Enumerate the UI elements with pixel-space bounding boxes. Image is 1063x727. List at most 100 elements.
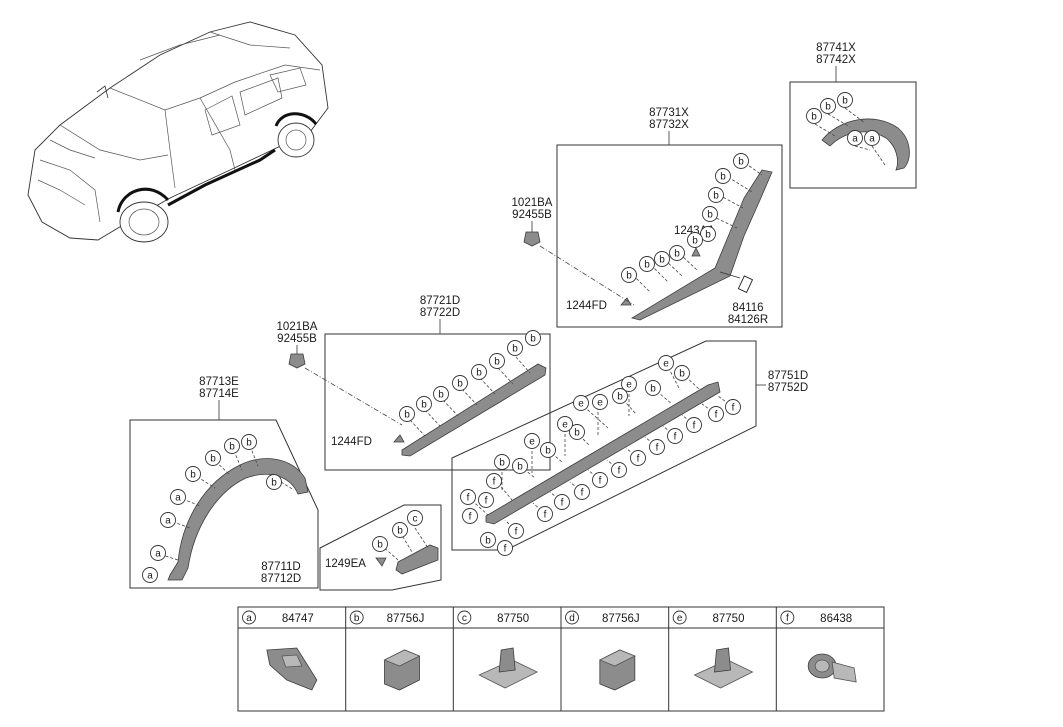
callout-circle: b [715,168,731,184]
callout-letter: c [413,514,418,525]
callout-circle: b [392,522,408,538]
callout-circle: a [864,130,880,146]
callout-letter: a [165,516,171,527]
callout-letter: a [155,549,161,560]
callout-letter: b [705,230,711,241]
callout-letter: b [499,458,505,469]
side-sill-rear-assembly: 87731X 87732X 1243AA 1244FD 84116 84126R [556,107,783,328]
part-number: 87714E [199,388,239,400]
callout-letter: b [842,96,848,107]
part-number: 1021BA [277,321,318,333]
callout-circle: b [494,454,510,470]
retainer-clip-icon [266,647,318,691]
callout-letter: b [530,334,536,345]
part-number: 87751D [768,370,808,382]
callout-circle: c [407,510,423,526]
part-number: 87721D [420,295,460,307]
callout-letter: b [271,478,277,489]
callout-letter: b [707,210,713,221]
legend-part-number: 87756J [602,613,640,625]
wheel-arch-rear [821,118,910,171]
callout-circle: b [480,532,496,548]
assembly-box [451,340,757,551]
callout-circle: b [540,442,556,458]
callout-letter: f [561,498,564,509]
callout-letter: b [674,249,680,260]
callout-letter: e [663,359,669,370]
clip-front-fastener: 1021BA 92455B [277,321,403,426]
legend-letter: b [354,613,360,624]
label-plate [737,275,754,294]
part-number: 87712D [261,573,301,585]
part-number: 92455B [512,209,552,221]
callout-circle: b [674,365,690,381]
door-garnish-molding [401,363,547,457]
callout-letter: b [457,379,463,390]
callout-letter: f [493,477,496,488]
callout-circle: a [847,130,863,146]
callout-circle: f [708,406,724,422]
callout-letter: e [529,437,535,448]
callout-circle: b [820,98,836,114]
callout-letter: a [869,134,875,145]
callout-letter: f [637,454,640,465]
legend-cell: a 84747 [242,610,318,691]
callout-circle: e [592,394,608,410]
callout-letter: b [738,157,744,168]
callout-circle: f [462,508,478,524]
callout-letter: e [597,398,603,409]
callout-circle: f [554,494,570,510]
callout-circle: f [649,439,665,455]
callout-letter: b [617,392,623,403]
callout-circle: b [525,330,541,346]
callout-circle: f [592,472,608,488]
callout-letter: b [190,470,196,481]
callout-letter: b [229,442,235,453]
callout-letter: e [562,420,568,431]
callout-letter: b [825,102,831,113]
callout-letter: b [713,191,719,202]
callout-circle: e [557,416,573,432]
callout-letter: b [644,260,650,271]
wheel-arch-rear-assembly: 87741X 87742X [789,42,917,189]
push-clip-icon [693,647,754,689]
callout-letter: f [656,443,659,454]
callout-letter: f [544,510,547,521]
fastener-label: 1244FD [566,300,607,312]
callout-circle: b [241,434,257,450]
part-number: 84126R [728,314,768,326]
callout-circle: e [621,376,637,392]
callout-letter: b [397,526,403,537]
callout-circle: b [416,396,432,412]
side-sill-lower-molding [485,381,721,525]
legend-cell: b 87756J [349,610,425,691]
legend-part-number: 84747 [282,613,314,625]
callout-letter: f [599,476,602,487]
callout-circle: a [160,512,176,528]
callout-circle: b [669,245,685,261]
callout-circle: b [708,187,724,203]
assembly-box [129,419,319,589]
callout-letter: f [715,410,718,421]
callout-circle: b [837,92,853,108]
legend-letter: f [786,613,789,624]
callout-letter: f [618,466,621,477]
callout-letter: b [811,112,817,123]
legend-part-number: 87756J [387,613,425,625]
callout-circle: b [621,267,637,283]
callout-letter: b [494,357,500,368]
vehicle-outline [27,21,329,243]
callout-letter: e [578,399,584,410]
callout-circle: e [524,433,540,449]
callout-letter: e [626,380,632,391]
callout-letter: b [476,368,482,379]
callout-letter: a [852,134,858,145]
callout-letter: a [147,571,153,582]
callout-circle: b [702,206,718,222]
legend-letter: a [246,613,252,624]
assembly-box [789,81,917,189]
